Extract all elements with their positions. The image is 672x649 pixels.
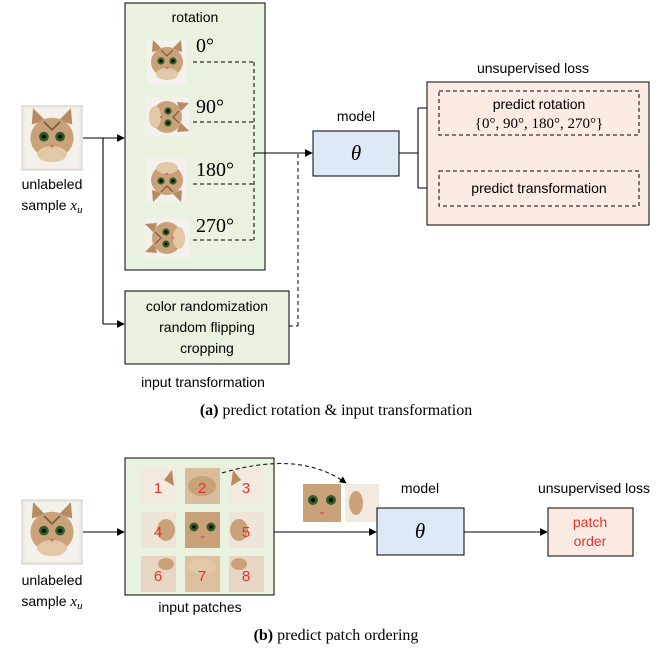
patch-number-4: 4 xyxy=(154,524,162,541)
patch-number-3: 3 xyxy=(242,480,250,497)
rotated-cat-90 xyxy=(144,96,190,138)
sample-image-a xyxy=(21,105,83,171)
angle-0: 0° xyxy=(196,35,214,57)
loss-title-a: unsupervised loss xyxy=(477,60,589,76)
rotation-dashed-leads xyxy=(193,61,255,241)
patch-number-8: 8 xyxy=(242,568,250,585)
patch-selection-curve xyxy=(221,463,347,484)
patch-number-5: 5 xyxy=(242,524,250,541)
model-label-a: model xyxy=(337,108,375,124)
patch-number-7: 7 xyxy=(198,568,206,585)
loss-box-b xyxy=(547,507,634,557)
transform-dashed-lead xyxy=(289,153,299,327)
rotated-cat-270 xyxy=(144,217,190,259)
transform-item-2: random flipping xyxy=(159,319,255,335)
sample-label-a-line1: unlabeled xyxy=(22,176,83,192)
transform-item-1: color randomization xyxy=(146,298,268,314)
rotated-cat-180 xyxy=(146,157,188,203)
rotation-label: rotation xyxy=(172,9,219,25)
angle-90: 90° xyxy=(196,96,224,118)
loss-rotation-box xyxy=(438,90,640,136)
loss-rotation-line2: {0°, 90°, 180°, 270°} xyxy=(475,116,603,132)
sample-label-b-line2: sample xu xyxy=(21,593,83,612)
caption-b: (b) predict patch ordering xyxy=(254,627,419,644)
model-box-b xyxy=(376,507,465,556)
angle-270: 270° xyxy=(196,215,234,237)
patch-number-6: 6 xyxy=(154,568,162,585)
patch-number-2: 2 xyxy=(198,480,206,497)
loss-line1-b: patch xyxy=(573,514,607,530)
sample-image-b xyxy=(21,499,83,565)
loss-transformation-box xyxy=(438,170,640,207)
loss-title-b: unsupervised loss xyxy=(538,480,650,496)
loss-line2-b: order xyxy=(574,533,607,549)
model-label-b: model xyxy=(401,480,439,496)
model-symbol-b: θ xyxy=(415,519,425,543)
transform-label: input transformation xyxy=(141,374,265,390)
model-symbol-a: θ xyxy=(351,141,361,165)
caption-a: (a) predict rotation & input transformat… xyxy=(200,402,472,419)
selected-patch-pair xyxy=(303,484,379,522)
sample-label-b-line1: unlabeled xyxy=(22,572,83,588)
patches-label: input patches xyxy=(158,599,241,615)
loss-box-a xyxy=(426,81,650,226)
patch-grid xyxy=(141,468,264,592)
transform-box xyxy=(124,290,290,365)
loss-transformation: predict transformation xyxy=(471,180,606,196)
sample-connector-a xyxy=(83,134,125,328)
rotated-cat-0 xyxy=(146,39,188,85)
transform-item-3: cropping xyxy=(180,340,234,356)
patch-number-1: 1 xyxy=(154,480,162,497)
sample-label-a-line2: sample xu xyxy=(21,197,83,216)
angle-180: 180° xyxy=(196,159,234,181)
loss-rotation-line1: predict rotation xyxy=(493,96,586,112)
